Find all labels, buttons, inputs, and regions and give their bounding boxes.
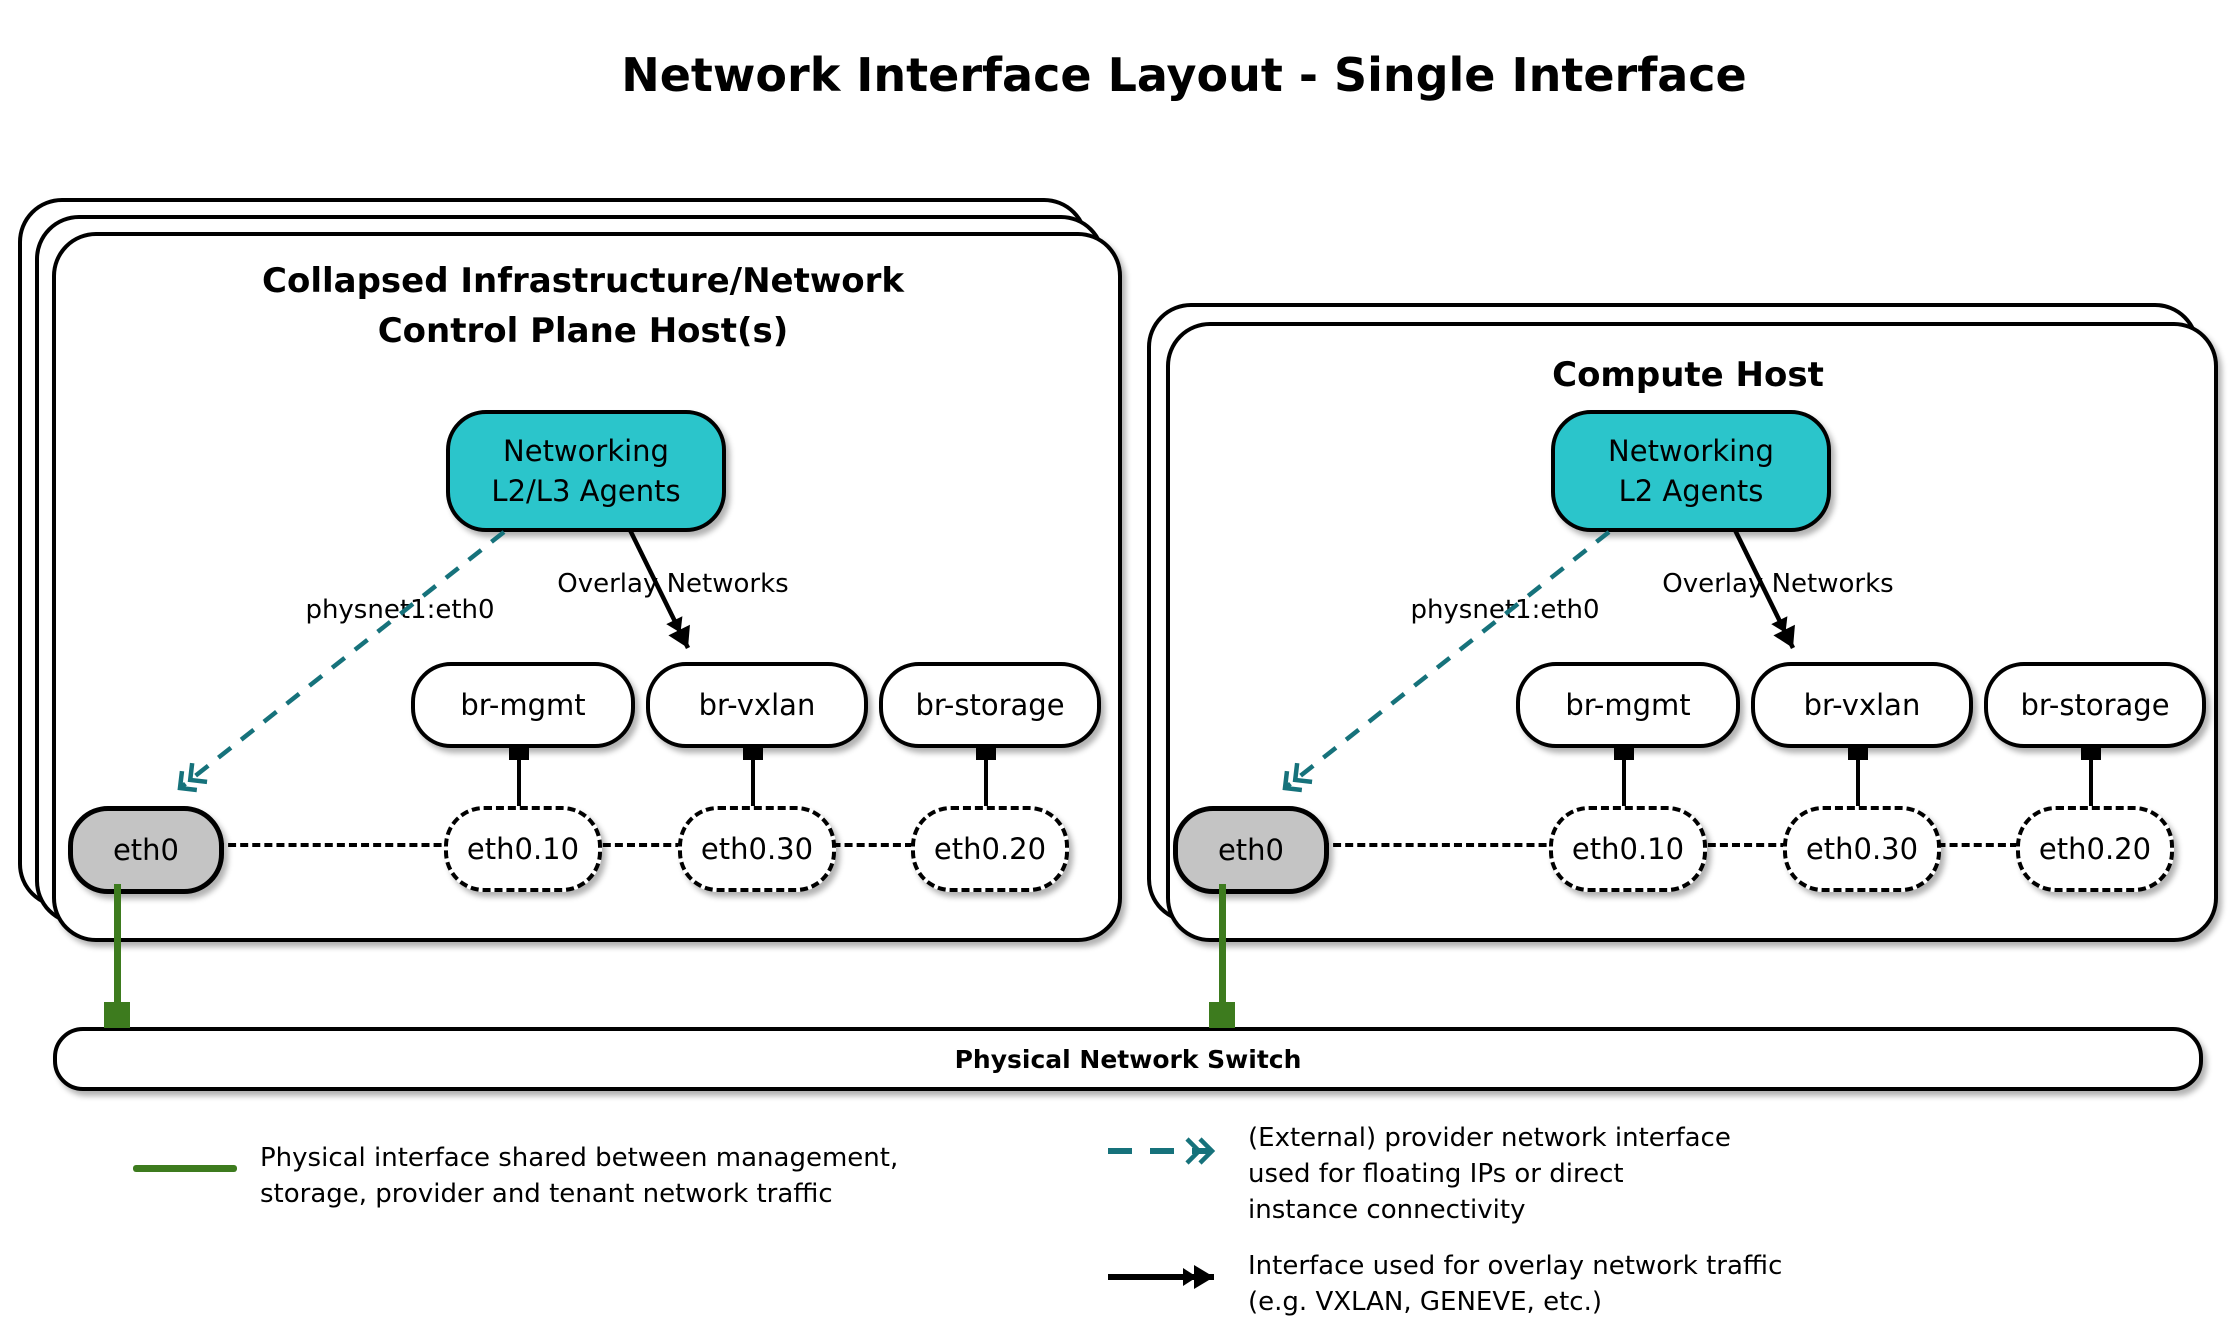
- vlan-interface-eth0-30: eth0.30: [1783, 806, 1941, 892]
- legend-teal-dashed-arrow-swatch: [1108, 1137, 1216, 1165]
- compute-host-title-line1: Compute Host: [1552, 355, 1824, 395]
- bridge-br-storage: br-storage: [879, 662, 1101, 748]
- bridge-connector-line: [517, 742, 521, 808]
- networking-agents-node: Networking L2 Agents: [1551, 410, 1831, 532]
- bridge-connector-line: [2089, 742, 2093, 808]
- overlay-arrow-label: Overlay Networks: [557, 569, 789, 599]
- agent-label-line2: L2/L3 Agents: [491, 474, 681, 508]
- vlan-interface-eth0-20: eth0.20: [911, 806, 1069, 892]
- overlay-arrow-label: Overlay Networks: [1662, 569, 1894, 599]
- provider-arrow-label: physnet1:eth0: [305, 595, 495, 625]
- provider-arrow-label: physnet1:eth0: [1410, 595, 1600, 625]
- legend-green-line-text: Physical interface shared between manage…: [260, 1140, 898, 1212]
- agent-label-line1: Networking: [1608, 434, 1774, 468]
- bridge-connector-line: [1856, 742, 1860, 808]
- legend-text-line: storage, provider and tenant network tra…: [260, 1179, 833, 1209]
- physical-uplink-line: [1219, 884, 1226, 1004]
- vlan-interface-eth0-30: eth0.30: [678, 806, 836, 892]
- legend-green-line-swatch: [133, 1165, 237, 1172]
- switch-port-square: [1209, 1002, 1235, 1028]
- networking-agents-node: Networking L2/L3 Agents: [446, 410, 726, 532]
- control-plane-host-title-line2: Control Plane Host(s): [377, 311, 789, 351]
- bridge-br-mgmt: br-mgmt: [1516, 662, 1740, 748]
- bridge-br-vxlan: br-vxlan: [646, 662, 868, 748]
- legend-text-line: (External) provider network interface: [1248, 1123, 1731, 1153]
- legend-text-line: Interface used for overlay network traff…: [1248, 1251, 1783, 1281]
- page-title: Network Interface Layout - Single Interf…: [621, 48, 1747, 102]
- switch-label: Physical Network Switch: [954, 1044, 1302, 1074]
- legend-text-line: (e.g. VXLAN, GENEVE, etc.): [1248, 1287, 1602, 1317]
- bridge-connector-line: [1622, 742, 1626, 808]
- bridge-br-vxlan: br-vxlan: [1751, 662, 1973, 748]
- legend-text-line: used for floating IPs or direct: [1248, 1159, 1624, 1189]
- agent-label-line2: L2 Agents: [1618, 474, 1764, 508]
- bridge-connector-line: [984, 742, 988, 808]
- legend-text-line: Physical interface shared between manage…: [260, 1143, 899, 1173]
- legend-provider-arrow-text: (External) provider network interface us…: [1248, 1120, 1731, 1228]
- compute-host-title: Compute Host: [1257, 350, 2119, 400]
- interface-eth0: eth0: [68, 806, 224, 894]
- control-plane-host-title: Collapsed Infrastructure/Network Control…: [152, 256, 1014, 356]
- legend-black-arrow-swatch: [1108, 1265, 1214, 1289]
- legend-text-line: instance connectivity: [1248, 1195, 1526, 1225]
- interface-eth0: eth0: [1173, 806, 1329, 894]
- vlan-interface-eth0-10: eth0.10: [1549, 806, 1707, 892]
- vlan-interface-eth0-10: eth0.10: [444, 806, 602, 892]
- bridge-connector-line: [751, 742, 755, 808]
- agent-label-line1: Networking: [503, 434, 669, 468]
- legend-overlay-arrow-text: Interface used for overlay network traff…: [1248, 1248, 1782, 1320]
- physical-uplink-line: [114, 884, 121, 1004]
- bridge-br-mgmt: br-mgmt: [411, 662, 635, 748]
- switch-port-square: [104, 1002, 130, 1028]
- vlan-interface-eth0-20: eth0.20: [2016, 806, 2174, 892]
- physical-network-switch: Physical Network Switch: [53, 1027, 2203, 1091]
- bridge-br-storage: br-storage: [1984, 662, 2206, 748]
- control-plane-host-title-line1: Collapsed Infrastructure/Network: [262, 261, 904, 301]
